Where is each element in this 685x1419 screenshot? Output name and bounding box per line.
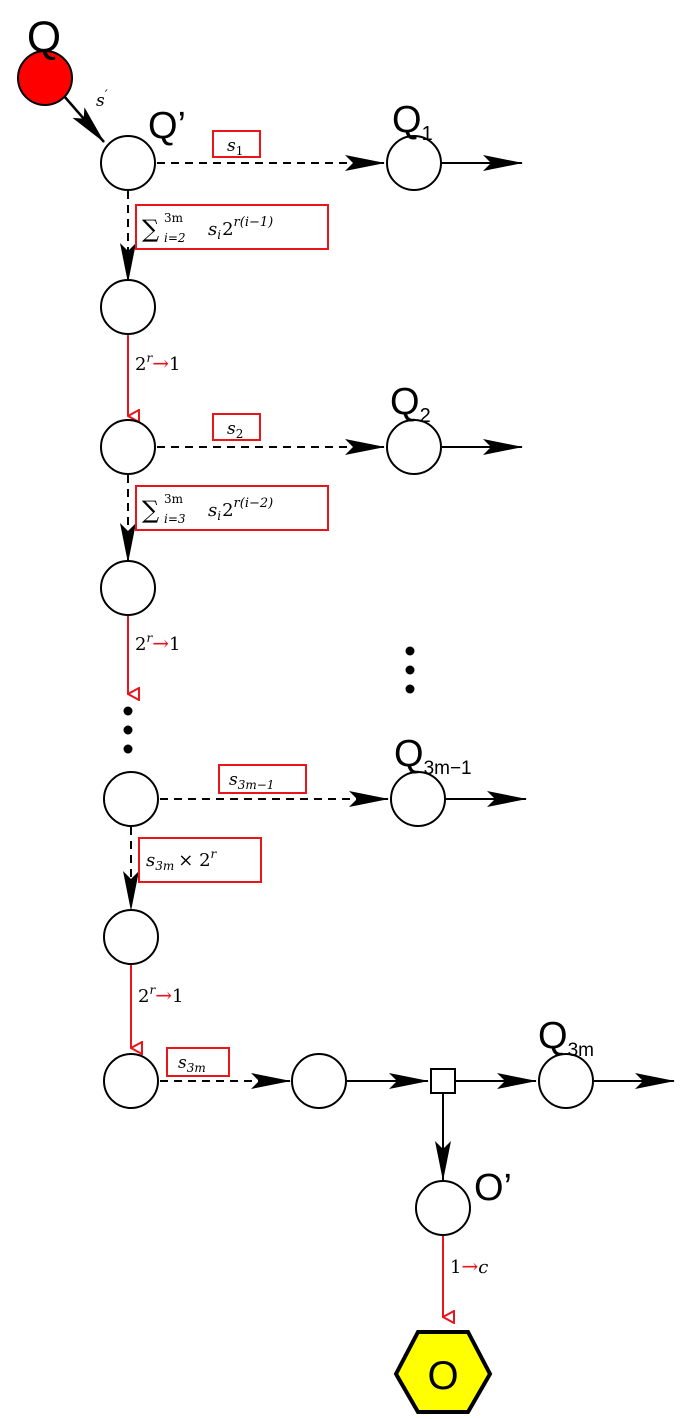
svg-text:3m: 3m	[164, 492, 184, 506]
label-s-prime: s′	[96, 88, 108, 111]
place-p7	[103, 1053, 159, 1109]
weight-s1: s1	[227, 136, 243, 158]
svg-text:∑: ∑	[142, 215, 159, 243]
ellipsis-right	[405, 646, 415, 694]
svg-text:si2r(i−2): si2r(i−2)	[208, 496, 273, 523]
place-q1	[386, 135, 442, 191]
weight-s3m: s3m	[178, 1053, 206, 1075]
place-o-prime	[415, 1180, 471, 1236]
transition-square	[430, 1068, 456, 1094]
label-q3m-1: Q3m−1	[394, 733, 472, 779]
rate-label-3: 2r→1	[138, 983, 183, 1007]
output-place-o	[393, 1330, 493, 1414]
ellipsis-left	[123, 706, 133, 754]
place-q2	[386, 419, 442, 475]
place-p3	[100, 419, 156, 475]
svg-text:∑: ∑	[142, 496, 159, 524]
weight-s2: s2	[227, 419, 243, 441]
weight-box-sum2	[135, 485, 329, 531]
label-o: O	[427, 1354, 458, 1398]
place-p5	[103, 771, 159, 827]
svg-text:3m: 3m	[164, 211, 184, 225]
label-q2: Q2	[390, 381, 431, 427]
start-place-q	[17, 50, 73, 106]
weight-box-s2	[212, 413, 261, 441]
rate-label-2: 2r→1	[135, 631, 180, 655]
place-q-prime	[100, 135, 156, 191]
label-q: Q	[27, 13, 61, 62]
weight-box-s3m1	[218, 764, 307, 794]
weight-sum1: ∑ 3m i=2 si2r(i−1)	[142, 211, 273, 245]
place-q3m	[538, 1053, 594, 1109]
place-p6	[103, 909, 159, 965]
weight-prod: s3m× 2r	[146, 847, 218, 873]
rate-label-final: 1→c	[450, 1254, 488, 1278]
rate-label-1: 2r→1	[135, 351, 180, 375]
svg-text:i=3: i=3	[164, 512, 186, 526]
arc-q-to-qprime	[63, 95, 105, 143]
label-q1: Q1	[392, 99, 433, 145]
place-p8	[291, 1053, 347, 1109]
label-q3m: Q3m	[538, 1015, 594, 1061]
svg-text:si2r(i−1): si2r(i−1)	[208, 215, 273, 242]
weight-s3m1: s3m−1	[229, 770, 274, 792]
place-q3m-1	[390, 771, 446, 827]
label-q-prime: Q’	[148, 105, 186, 147]
weight-box-s1	[212, 130, 261, 158]
svg-text:i=2: i=2	[164, 231, 186, 245]
weight-box-prod	[138, 837, 262, 883]
weight-box-s3m	[166, 1047, 230, 1077]
place-p4	[100, 560, 156, 616]
label-o-prime: O’	[474, 1167, 512, 1209]
weight-sum2: ∑ 3m i=3 si2r(i−2)	[142, 492, 273, 526]
weight-box-sum1	[135, 204, 329, 250]
place-p2	[100, 279, 156, 335]
